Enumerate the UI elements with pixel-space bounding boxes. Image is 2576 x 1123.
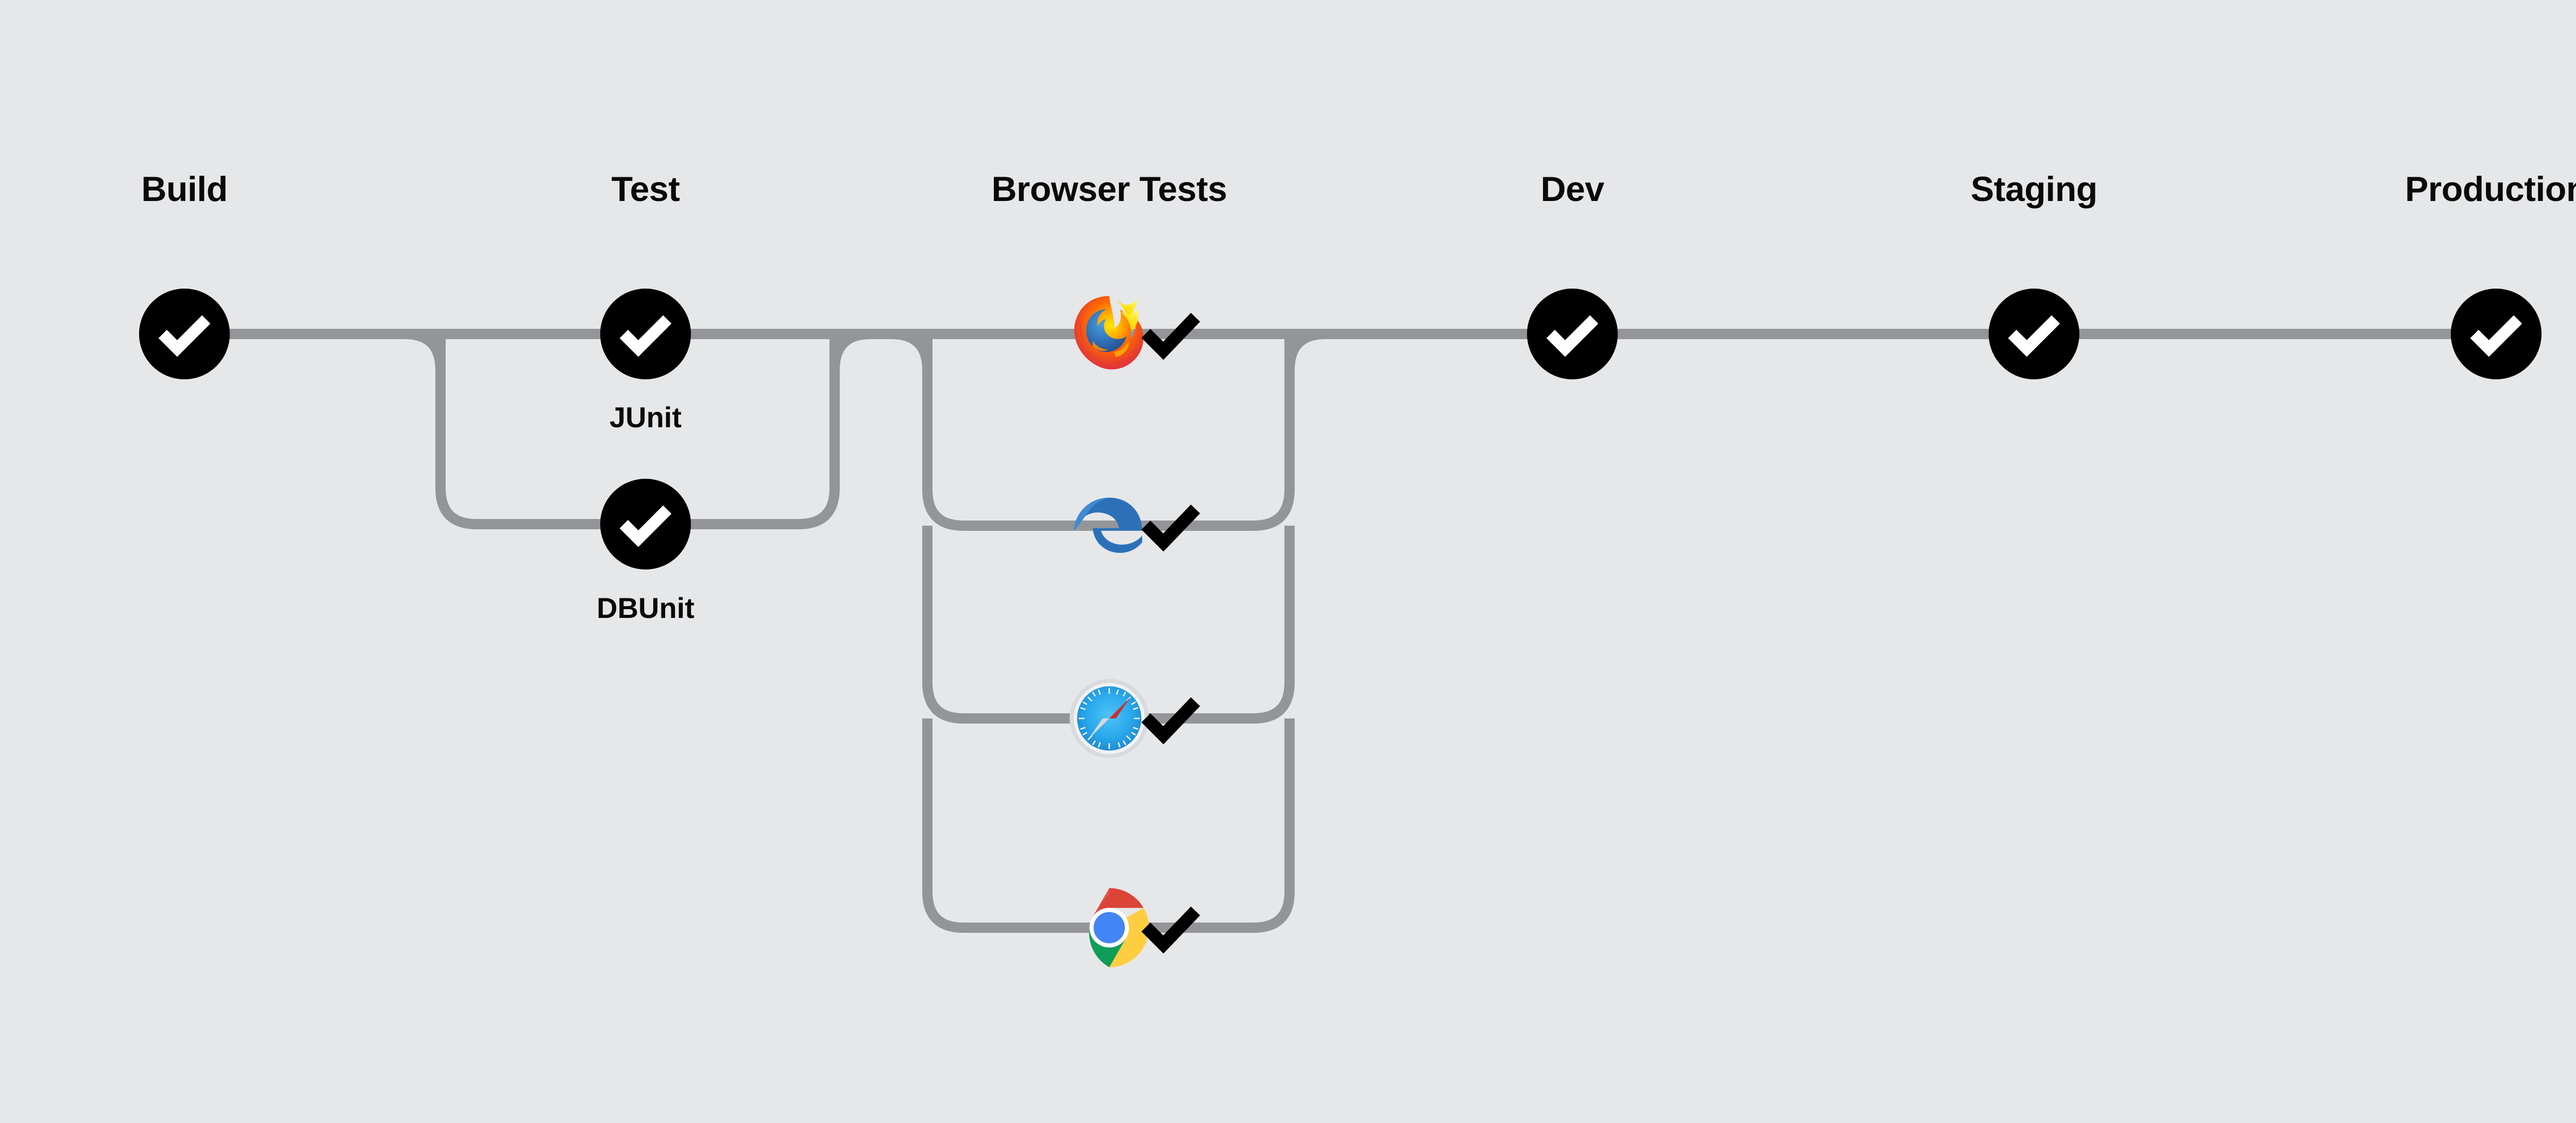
check-icon [1527,289,1618,379]
status-node-staging[interactable] [1989,289,2079,379]
job-label-junit: JUnit [609,401,682,433]
wire-test-branch-right [646,334,840,529]
check-icon [2451,289,2541,379]
stage-label-dev: Dev [1540,170,1604,209]
wire-browser-branch-chrome-in [922,718,1109,933]
wire-test-split-entry [404,329,446,371]
status-node-production[interactable] [2451,289,2541,379]
wire-browser-branch-edge-out [1109,334,1295,531]
wire-browser-branch-safari-in [922,526,1109,724]
wire-browser-branch-safari-out [1109,526,1295,724]
status-node-build[interactable] [139,289,230,379]
edge-icon[interactable] [1068,484,1150,567]
status-node-dbunit[interactable] [600,479,691,569]
stage-label-staging: Staging [1971,170,2097,209]
wire-browser-merge-entry [1284,329,1326,371]
browser-check-icon-firefox [1137,303,1204,370]
wire-test-branch-left [435,334,646,529]
check-icon [1989,289,2079,379]
firefox-icon[interactable] [1068,293,1150,375]
check-icon [139,289,230,379]
chrome-icon[interactable] [1068,886,1150,969]
check-icon [600,289,691,379]
stage-label-production: Production [2405,170,2576,209]
stage-label-test: Test [611,170,680,209]
safari-icon[interactable] [1068,677,1150,760]
browser-check-icon-chrome [1137,896,1204,963]
wire-browser-branch-edge-in [922,334,1109,531]
stage-label-browser-tests: Browser Tests [991,170,1227,209]
wire-browser-split-entry [891,329,933,371]
browser-check-icon-edge [1137,494,1204,561]
status-node-junit[interactable] [600,289,691,379]
status-node-dev[interactable] [1527,289,1618,379]
wire-test-merge-entry [829,329,871,371]
wire-browser-branch-chrome-out [1109,718,1295,933]
check-icon [600,479,691,569]
job-label-dbunit: DBUnit [597,592,694,624]
browser-check-icon-safari [1137,687,1204,754]
stage-label-build: Build [141,170,228,209]
